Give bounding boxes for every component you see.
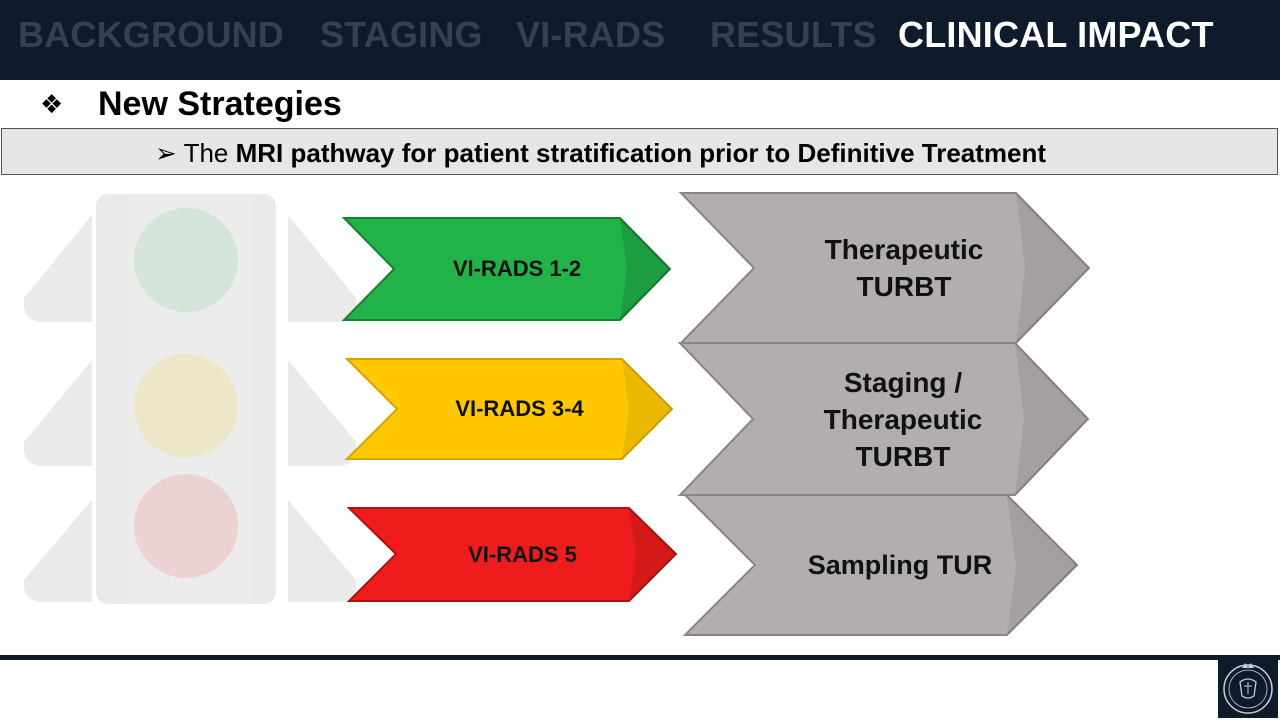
nav-tab-results[interactable]: RESULTS [710,14,877,55]
subtitle-bold-text: MRI pathway for patient stratification p… [235,138,1047,168]
sampling-tur-label: Sampling TUR [807,549,993,580]
diamond-bullet-icon: ❖ [40,88,64,119]
vi-rads-5-chevron: VI-RADS 5 [346,507,678,602]
vi-rads-3-4-label: VI-RADS 3-4 [455,396,584,421]
staging-therapeutic-turbt-label: Staging / Therapeutic TURBT [823,366,983,472]
therapeutic-turbt-label: Therapeutic TURBT [824,234,984,302]
therapeutic-turbt-chevron: Therapeutic TURBT [678,192,1091,344]
staging-therapeutic-turbt-chevron: Staging / Therapeutic TURBT [677,342,1090,496]
top-nav-bar: BACKGROUND STAGING VI-RADS RESULTS CLINI… [0,0,1280,80]
section-title: New Strategies [98,84,342,123]
vi-rads-1-2-chevron: VI-RADS 1-2 [341,217,672,321]
nav-tab-clinical-impact[interactable]: CLINICAL IMPACT [898,14,1214,55]
vi-rads-5-label: VI-RADS 5 [468,541,577,567]
nav-tab-background[interactable]: BACKGROUND [18,14,284,55]
university-seal-icon [1218,658,1278,718]
subtitle-box [1,128,1278,175]
vi-rads-1-2-label: VI-RADS 1-2 [452,256,582,281]
nav-tab-vi-rads[interactable]: VI-RADS [516,14,666,55]
subtitle-prefix: The [183,138,236,168]
traffic-light-icon [23,194,357,604]
footer-divider [0,655,1280,660]
vi-rads-3-4-chevron: VI-RADS 3-4 [344,358,674,460]
subtitle-line: ➢ The MRI pathway for patient stratifica… [155,138,1046,169]
arrow-bullet-icon: ➢ [155,138,177,168]
sampling-tur-chevron: Sampling TUR [682,494,1079,636]
nav-tab-staging[interactable]: STAGING [320,14,483,55]
section-heading: ❖ New Strategies [40,82,342,126]
